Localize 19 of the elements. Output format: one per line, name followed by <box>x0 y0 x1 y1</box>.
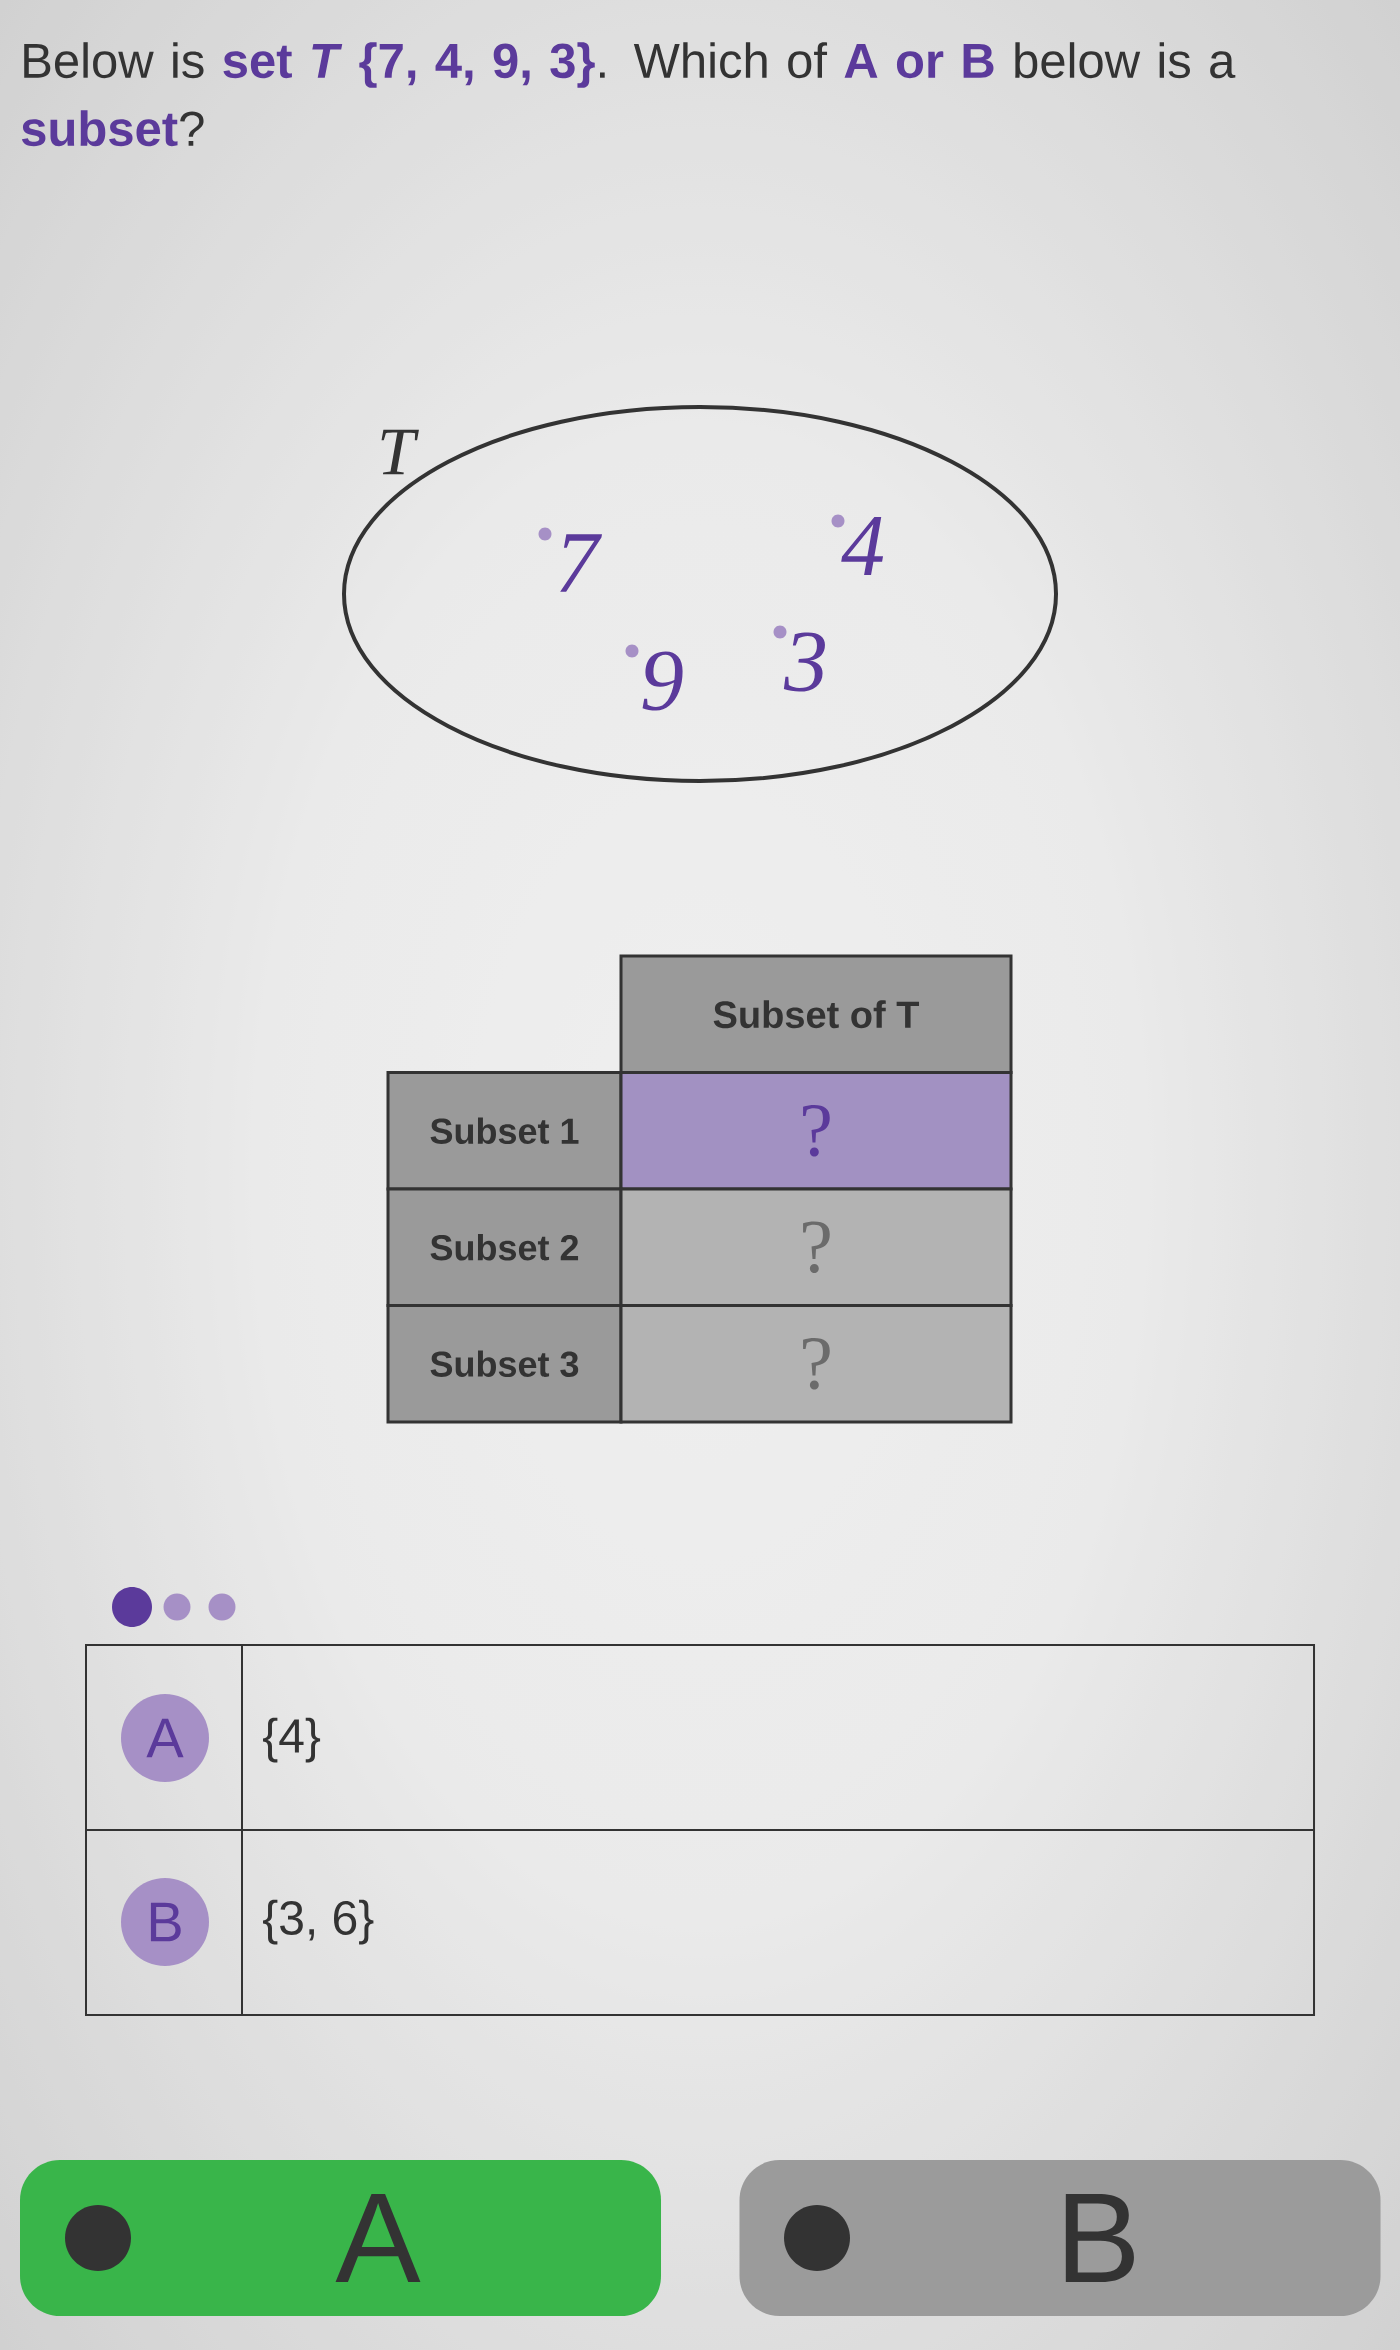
header-cell: Subset of T <box>619 954 1013 1074</box>
answer-cell: ? <box>619 1304 1013 1424</box>
question-text: Below is set T {7, 4, 9, 3}. Which of A or B below is a subset? <box>21 42 1236 147</box>
element-number: 3 <box>783 632 825 692</box>
element-number: 7 <box>560 534 602 592</box>
letter-badge: B <box>121 1878 209 1966</box>
option-text: {3, 6} <box>263 1899 374 1945</box>
element-number: 9 <box>642 651 683 711</box>
letter-badge: A <box>121 1694 209 1782</box>
answer-button: A <box>20 2160 661 2317</box>
row-header-cell: Subset 1 <box>386 1071 623 1191</box>
set-label: T <box>381 429 419 475</box>
answer-cell: ? <box>619 1187 1013 1307</box>
answer-cell: ? <box>619 1071 1013 1191</box>
row-header-cell: Subset 2 <box>386 1187 623 1307</box>
element-number: 4 <box>841 517 884 575</box>
answer-button: B <box>739 2160 1381 2317</box>
option-text: {4} <box>263 1717 321 1763</box>
row-header-cell: Subset 3 <box>386 1304 623 1424</box>
